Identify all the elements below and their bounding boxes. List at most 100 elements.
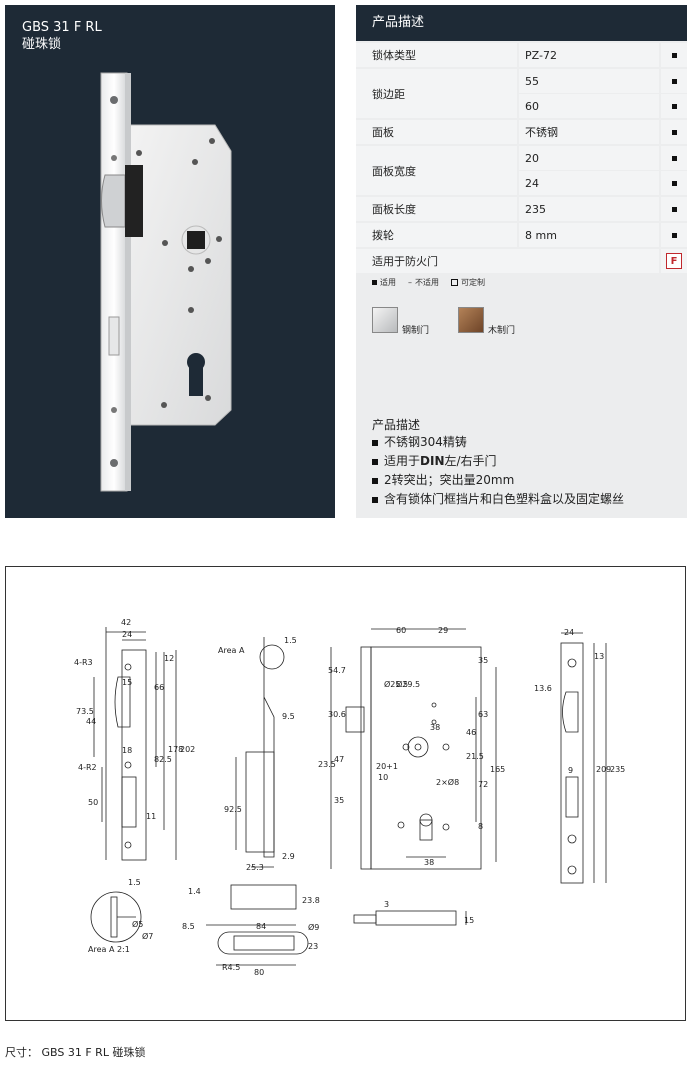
fire-rating-icon: F	[666, 253, 682, 269]
fire-door-marker: F	[661, 249, 687, 273]
dim-label: 35	[478, 656, 488, 665]
dim-label: 209	[596, 765, 611, 774]
description-item: 含有锁体门框挡片和白色塑料盒以及固定螺丝	[372, 490, 624, 509]
dim-label: 42	[121, 618, 131, 627]
dim-label: 92.5	[224, 805, 242, 814]
dim-label: 35	[334, 796, 344, 805]
applicable-marker	[661, 146, 687, 170]
applicable-marker	[661, 223, 687, 247]
dim-label: Ø5	[132, 919, 143, 929]
spec-label: 面板	[356, 120, 517, 144]
spec-value: 不锈钢	[519, 120, 659, 144]
spec-value: 60	[519, 94, 659, 118]
legend-not-applicable: –不适用	[408, 277, 439, 288]
dim-label: 2.9	[282, 852, 295, 861]
dim-label: 30.6	[328, 710, 346, 719]
side-view	[235, 637, 285, 868]
dim-label: Area A 2:1	[88, 945, 130, 954]
spec-label: 面板宽度	[356, 146, 517, 195]
applicable-marker	[661, 171, 687, 195]
mortise-lock-photo	[100, 72, 232, 492]
dim-label: Area A	[218, 646, 245, 655]
dim-label: 18	[122, 746, 132, 755]
dim-label: 12	[164, 654, 174, 663]
cam-detail	[353, 910, 467, 926]
dim-label: 38	[424, 858, 434, 867]
description-text: 适用于	[384, 454, 421, 468]
spec-value: 8 mm	[519, 223, 659, 247]
description-list: 不锈钢304精铸 适用于DIN左/右手门 2转突出；突出量20mm 含有锁体门框…	[372, 433, 624, 509]
product-image-panel: GBS 31 F RL 碰珠锁	[5, 5, 335, 518]
dim-label: 73.5	[76, 707, 94, 716]
product-title: GBS 31 F RL 碰珠锁	[22, 19, 102, 53]
dim-label: 178	[168, 745, 183, 754]
description-text: 2转突出；突出量20mm	[384, 473, 515, 487]
spec-row-faceplate: 面板 不锈钢	[356, 120, 687, 144]
dim-label: 54.7	[328, 666, 346, 675]
dim-label: 165	[490, 765, 505, 774]
dim-label: 60	[396, 626, 406, 635]
dim-label: 3	[384, 900, 389, 909]
spec-header: 产品描述	[356, 5, 687, 41]
dim-label: 66	[154, 683, 164, 692]
spec-row-width-20: 20	[356, 146, 687, 170]
area-a-detail	[90, 891, 142, 943]
latch-detail	[206, 884, 309, 966]
product-name: 碰珠锁	[22, 37, 62, 52]
dim-label: 9.5	[282, 712, 295, 721]
dim-label: 11	[146, 812, 156, 821]
applicable-marker	[661, 43, 687, 67]
applicable-marker	[661, 94, 687, 118]
dim-label: 72	[478, 780, 488, 789]
dim-label: 4-R3	[74, 658, 93, 667]
dim-label: 84	[256, 922, 266, 931]
dim-label: 8	[478, 822, 483, 831]
dimension-labels: 42 24 4-R3 12 66 15 73.5 44 18 4-R2 82.5…	[74, 618, 625, 977]
faceplate-view	[93, 627, 177, 861]
dim-label: 23.5	[318, 760, 336, 769]
hollow-square-icon	[451, 279, 458, 286]
dim-label: 10	[378, 773, 388, 782]
spec-panel: 产品描述 锁体类型 PZ-72 锁边距 55 60 面板 不锈钢 面板宽度 20…	[356, 5, 687, 518]
description-text-post: 左/右手门	[444, 454, 497, 468]
faceplate-side-view	[560, 632, 607, 884]
steel-door-swatch	[372, 307, 398, 333]
steel-door-label: 钢制门	[402, 326, 430, 336]
dim-label: 50	[88, 798, 98, 807]
description-bold: DIN	[420, 454, 445, 468]
product-code: GBS 31 F RL	[22, 20, 102, 35]
spec-row-faceplate-width: 面板宽度	[356, 146, 687, 195]
spec-label: 锁体类型	[356, 43, 517, 67]
spec-row-backset-55: 55	[356, 69, 687, 93]
dim-label: Ø29.5	[396, 679, 420, 689]
wood-door-swatch	[458, 307, 484, 333]
dim-label: 24	[122, 630, 132, 639]
dim-label: R4.5	[222, 963, 240, 972]
dim-label: 63	[478, 710, 488, 719]
dim-label: 1.4	[188, 887, 201, 896]
legend-customizable: 可定制	[451, 277, 485, 288]
dim-label: 4-R2	[78, 763, 97, 772]
applicable-marker	[661, 69, 687, 93]
spec-row-fire-door: 适用于防火门 F	[356, 249, 687, 273]
dim-label: 13.6	[534, 684, 552, 693]
description-text: 含有锁体门框挡片和白色塑料盒以及固定螺丝	[384, 492, 625, 506]
wood-door-label: 木制门	[488, 326, 516, 336]
dim-label: 8.5	[182, 922, 195, 931]
dim-label: 20+1	[376, 762, 398, 771]
dim-label: 46	[466, 728, 476, 737]
dim-label: 25.3	[246, 863, 264, 872]
applicable-marker	[661, 197, 687, 221]
description-title: 产品描述	[372, 418, 421, 432]
description-item: 不锈钢304精铸	[372, 433, 624, 452]
dimension-drawing: 42 24 4-R3 12 66 15 73.5 44 18 4-R2 82.5…	[74, 618, 625, 977]
legend: 适用 –不适用 可定制	[372, 277, 485, 288]
drawing-caption: 尺寸： GBS 31 F RL 碰珠锁	[5, 1046, 146, 1059]
legend-applicable: 适用	[372, 277, 396, 288]
dim-label: Ø7	[142, 931, 153, 941]
legend-not-applicable-label: 不适用	[415, 278, 439, 287]
dim-label: 23	[308, 942, 318, 951]
spec-label: 适用于防火门	[356, 249, 659, 273]
spec-row-follower: 拨轮 8 mm	[356, 223, 687, 247]
spec-label: 面板长度	[356, 197, 517, 221]
